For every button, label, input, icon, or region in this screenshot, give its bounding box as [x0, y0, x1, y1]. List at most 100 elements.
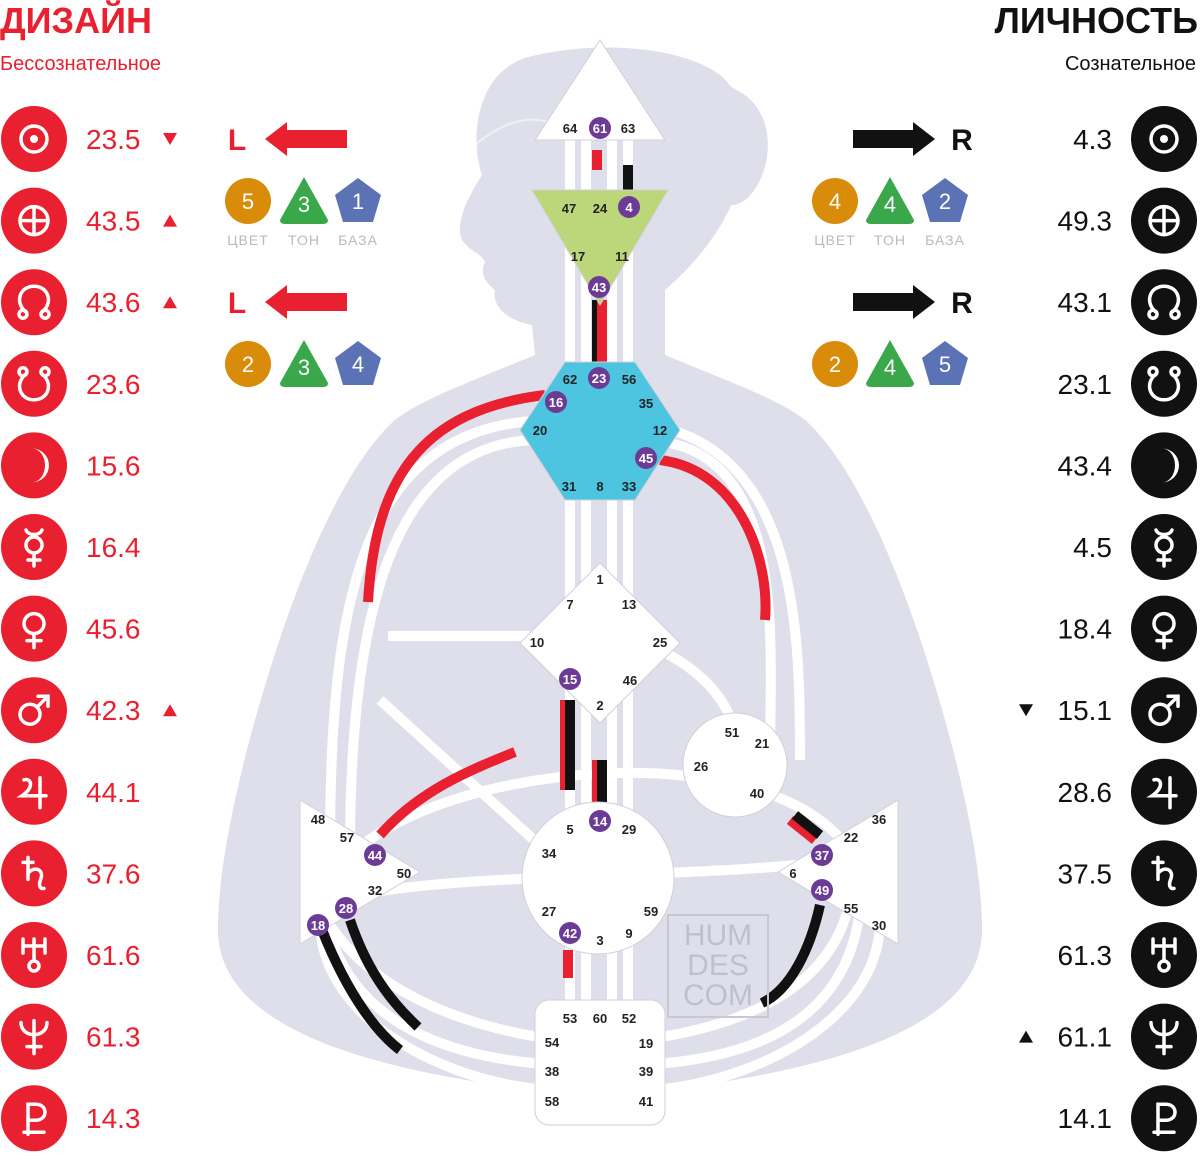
- gate-64: 64: [563, 121, 578, 136]
- planet-value: 28.6: [1058, 777, 1113, 808]
- tone-triangle-icon: [280, 340, 328, 387]
- tone-value: 3: [298, 355, 310, 380]
- uranus-icon: [21, 937, 47, 973]
- gate-28: 28: [339, 901, 353, 916]
- arrow-up-icon: [163, 296, 177, 309]
- direction-label: L: [228, 124, 246, 157]
- planet-value: 45.6: [86, 614, 141, 645]
- personality-planet-row: 4.5: [1073, 514, 1197, 580]
- gate-44: 44: [368, 848, 383, 863]
- design-planet-row: 37.6: [1, 840, 141, 907]
- gate-13: 13: [622, 597, 636, 612]
- venus-icon: [1152, 611, 1176, 650]
- design-planet-row: 61.6: [1, 922, 141, 988]
- gate-55: 55: [844, 901, 858, 916]
- gate-15-marker: [559, 668, 581, 690]
- moon-icon: [1162, 448, 1179, 483]
- sacral-center-shape: [521, 801, 675, 955]
- design-planet-row: 45.6: [1, 595, 141, 662]
- personality-planet-row: 49.3: [1058, 187, 1197, 254]
- planet-value: 37.6: [86, 858, 141, 889]
- arrow-down-icon: [163, 133, 177, 145]
- planet-value: 16.4: [86, 532, 141, 563]
- gate-56: 56: [622, 372, 636, 387]
- gate-38: 38: [545, 1064, 559, 1079]
- gate-37: 37: [815, 848, 829, 863]
- planet-value: 61.3: [1058, 940, 1113, 971]
- earth-icon: [18, 204, 50, 237]
- mars-icon: [18, 694, 50, 726]
- gate-33: 33: [622, 479, 636, 494]
- gate-47: 47: [562, 201, 576, 216]
- personality-planet-row: 37.5: [1058, 840, 1197, 907]
- gate-45-marker: [635, 447, 657, 469]
- planet-value: 43.6: [86, 287, 141, 318]
- design-planet-row: 23.6: [1, 350, 141, 417]
- design-planet-row: 23.5: [1, 106, 177, 172]
- channel-15: [325, 933, 561, 1070]
- hair-bun: [540, 54, 768, 206]
- gate-16: 16: [549, 395, 563, 410]
- tone-triangle-icon: [866, 177, 914, 224]
- gate-41: 41: [639, 1094, 653, 1109]
- gate-23: 23: [592, 371, 606, 386]
- color-value: 2: [242, 352, 254, 377]
- gate-10: 10: [530, 635, 544, 650]
- planet-value: 44.1: [86, 777, 141, 808]
- planet-value: 15.6: [86, 450, 141, 481]
- pluto-icon: [1152, 1102, 1177, 1136]
- personality-planet-row: 15.1: [1019, 677, 1197, 744]
- gate-12: 12: [653, 423, 667, 438]
- direction-label: R: [951, 124, 973, 157]
- design-planet-row: 42.3: [1, 677, 177, 744]
- base-value: 5: [939, 352, 951, 377]
- activation-15: [786, 816, 819, 844]
- planet-badge: [1131, 595, 1197, 662]
- color-circle-icon: [812, 341, 858, 387]
- gate-24: 24: [593, 201, 608, 216]
- gate-3: 3: [596, 933, 603, 948]
- gate-14-marker: [589, 810, 611, 832]
- arrow-up-icon: [163, 214, 177, 227]
- earth-icon: [1148, 204, 1180, 237]
- personality-planet-row: 61.1: [1019, 1003, 1197, 1070]
- channel-activations: [317, 150, 825, 1054]
- channel-14: [325, 922, 561, 1045]
- gate-32: 32: [368, 883, 382, 898]
- planet-badge: [1, 514, 67, 580]
- gate-11: 11: [615, 249, 629, 264]
- color-circle-icon: [225, 178, 271, 224]
- personality-subtitle: Сознательное: [1064, 53, 1196, 75]
- arrow-left-icon: [265, 285, 347, 319]
- color-value: 2: [829, 352, 841, 377]
- gate-44-marker: [364, 844, 386, 866]
- planet-badge: [1131, 514, 1197, 580]
- gate-19: 19: [639, 1036, 653, 1051]
- north-node-icon: [17, 284, 51, 320]
- gate-39: 39: [639, 1064, 653, 1079]
- gate-43-marker: [588, 276, 610, 298]
- personality-planet-row: 23.1: [1058, 350, 1197, 417]
- direction-label: R: [951, 287, 973, 320]
- venus-icon: [22, 611, 46, 650]
- arrow-up-icon: [163, 704, 177, 717]
- tone-triangle-icon: [280, 177, 328, 224]
- neptune-icon: [1149, 1018, 1179, 1056]
- base-pentagon-icon: [922, 341, 968, 385]
- neptune-icon: [19, 1018, 49, 1056]
- gate-61-marker: [589, 117, 611, 139]
- color-value: 4: [829, 189, 841, 214]
- gate-53: 53: [563, 1011, 577, 1026]
- gate-21: 21: [755, 736, 769, 751]
- gate-52: 52: [622, 1011, 636, 1026]
- planet-badge: [1131, 1085, 1197, 1152]
- personality-planet-row: 4.3: [1073, 106, 1197, 172]
- gate-50: 50: [397, 866, 411, 881]
- gate-35: 35: [639, 396, 653, 411]
